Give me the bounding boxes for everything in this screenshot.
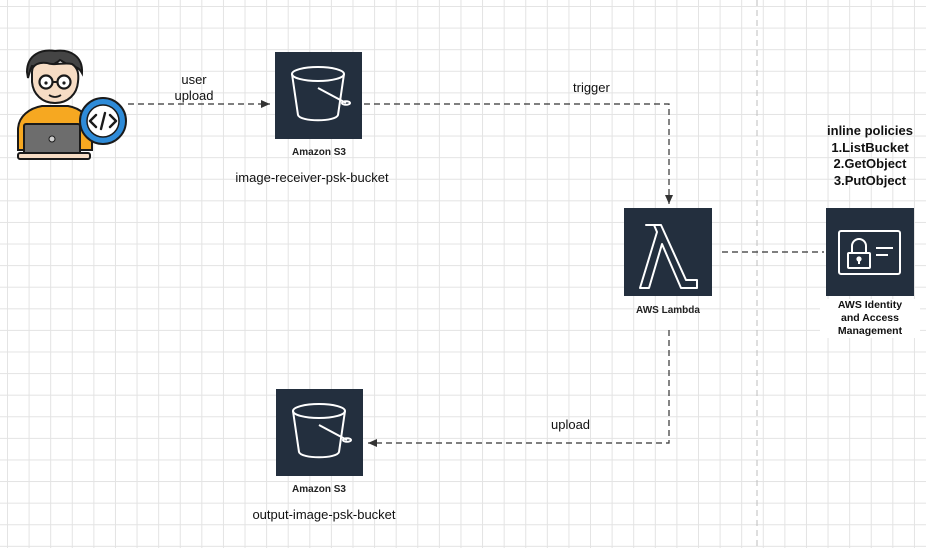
edge-s3-input-to-lambda xyxy=(364,103,673,204)
inline-policies-title: inline policies xyxy=(827,123,913,138)
inline-policies-block: inline policies 1.ListBucket 2.GetObject… xyxy=(808,123,926,189)
lambda-service-label: AWS Lambda xyxy=(636,305,700,316)
iam-service-label: AWS Identity and Access Management xyxy=(820,299,920,338)
trigger-label: trigger xyxy=(573,80,610,95)
s3-input-bucket-name: image-receiver-psk-bucket xyxy=(235,170,389,185)
lambda-icon xyxy=(639,224,698,289)
s3-input-service-label: Amazon S3 xyxy=(292,147,346,158)
iam-service-label-line1: AWS Identity xyxy=(837,299,903,311)
user-upload-label: user upload xyxy=(168,72,220,104)
policy-item: 2.GetObject xyxy=(833,156,907,171)
policy-item: 1.ListBucket xyxy=(831,139,909,155)
user-upload-label-line1: user xyxy=(181,72,207,87)
iam-service-label-line3: Management xyxy=(837,325,903,337)
edge-lambda-to-s3-output xyxy=(368,330,670,447)
developer-icon xyxy=(17,49,127,160)
s3-output-tile xyxy=(276,389,363,476)
s3-input-tile xyxy=(275,52,362,139)
user-upload-label-line2: upload xyxy=(174,88,214,103)
s3-output-bucket-name: output-image-psk-bucket xyxy=(252,507,396,522)
iam-id-card-icon xyxy=(838,230,901,275)
policy-item: 3.PutObject xyxy=(833,172,907,188)
s3-bucket-icon xyxy=(292,403,352,459)
s3-output-service-label: Amazon S3 xyxy=(292,484,346,495)
iam-service-label-line2: and Access xyxy=(841,312,899,324)
lambda-upload-label: upload xyxy=(551,417,591,432)
iam-tile xyxy=(826,208,914,296)
lambda-tile xyxy=(624,208,712,296)
s3-bucket-icon xyxy=(291,66,351,122)
